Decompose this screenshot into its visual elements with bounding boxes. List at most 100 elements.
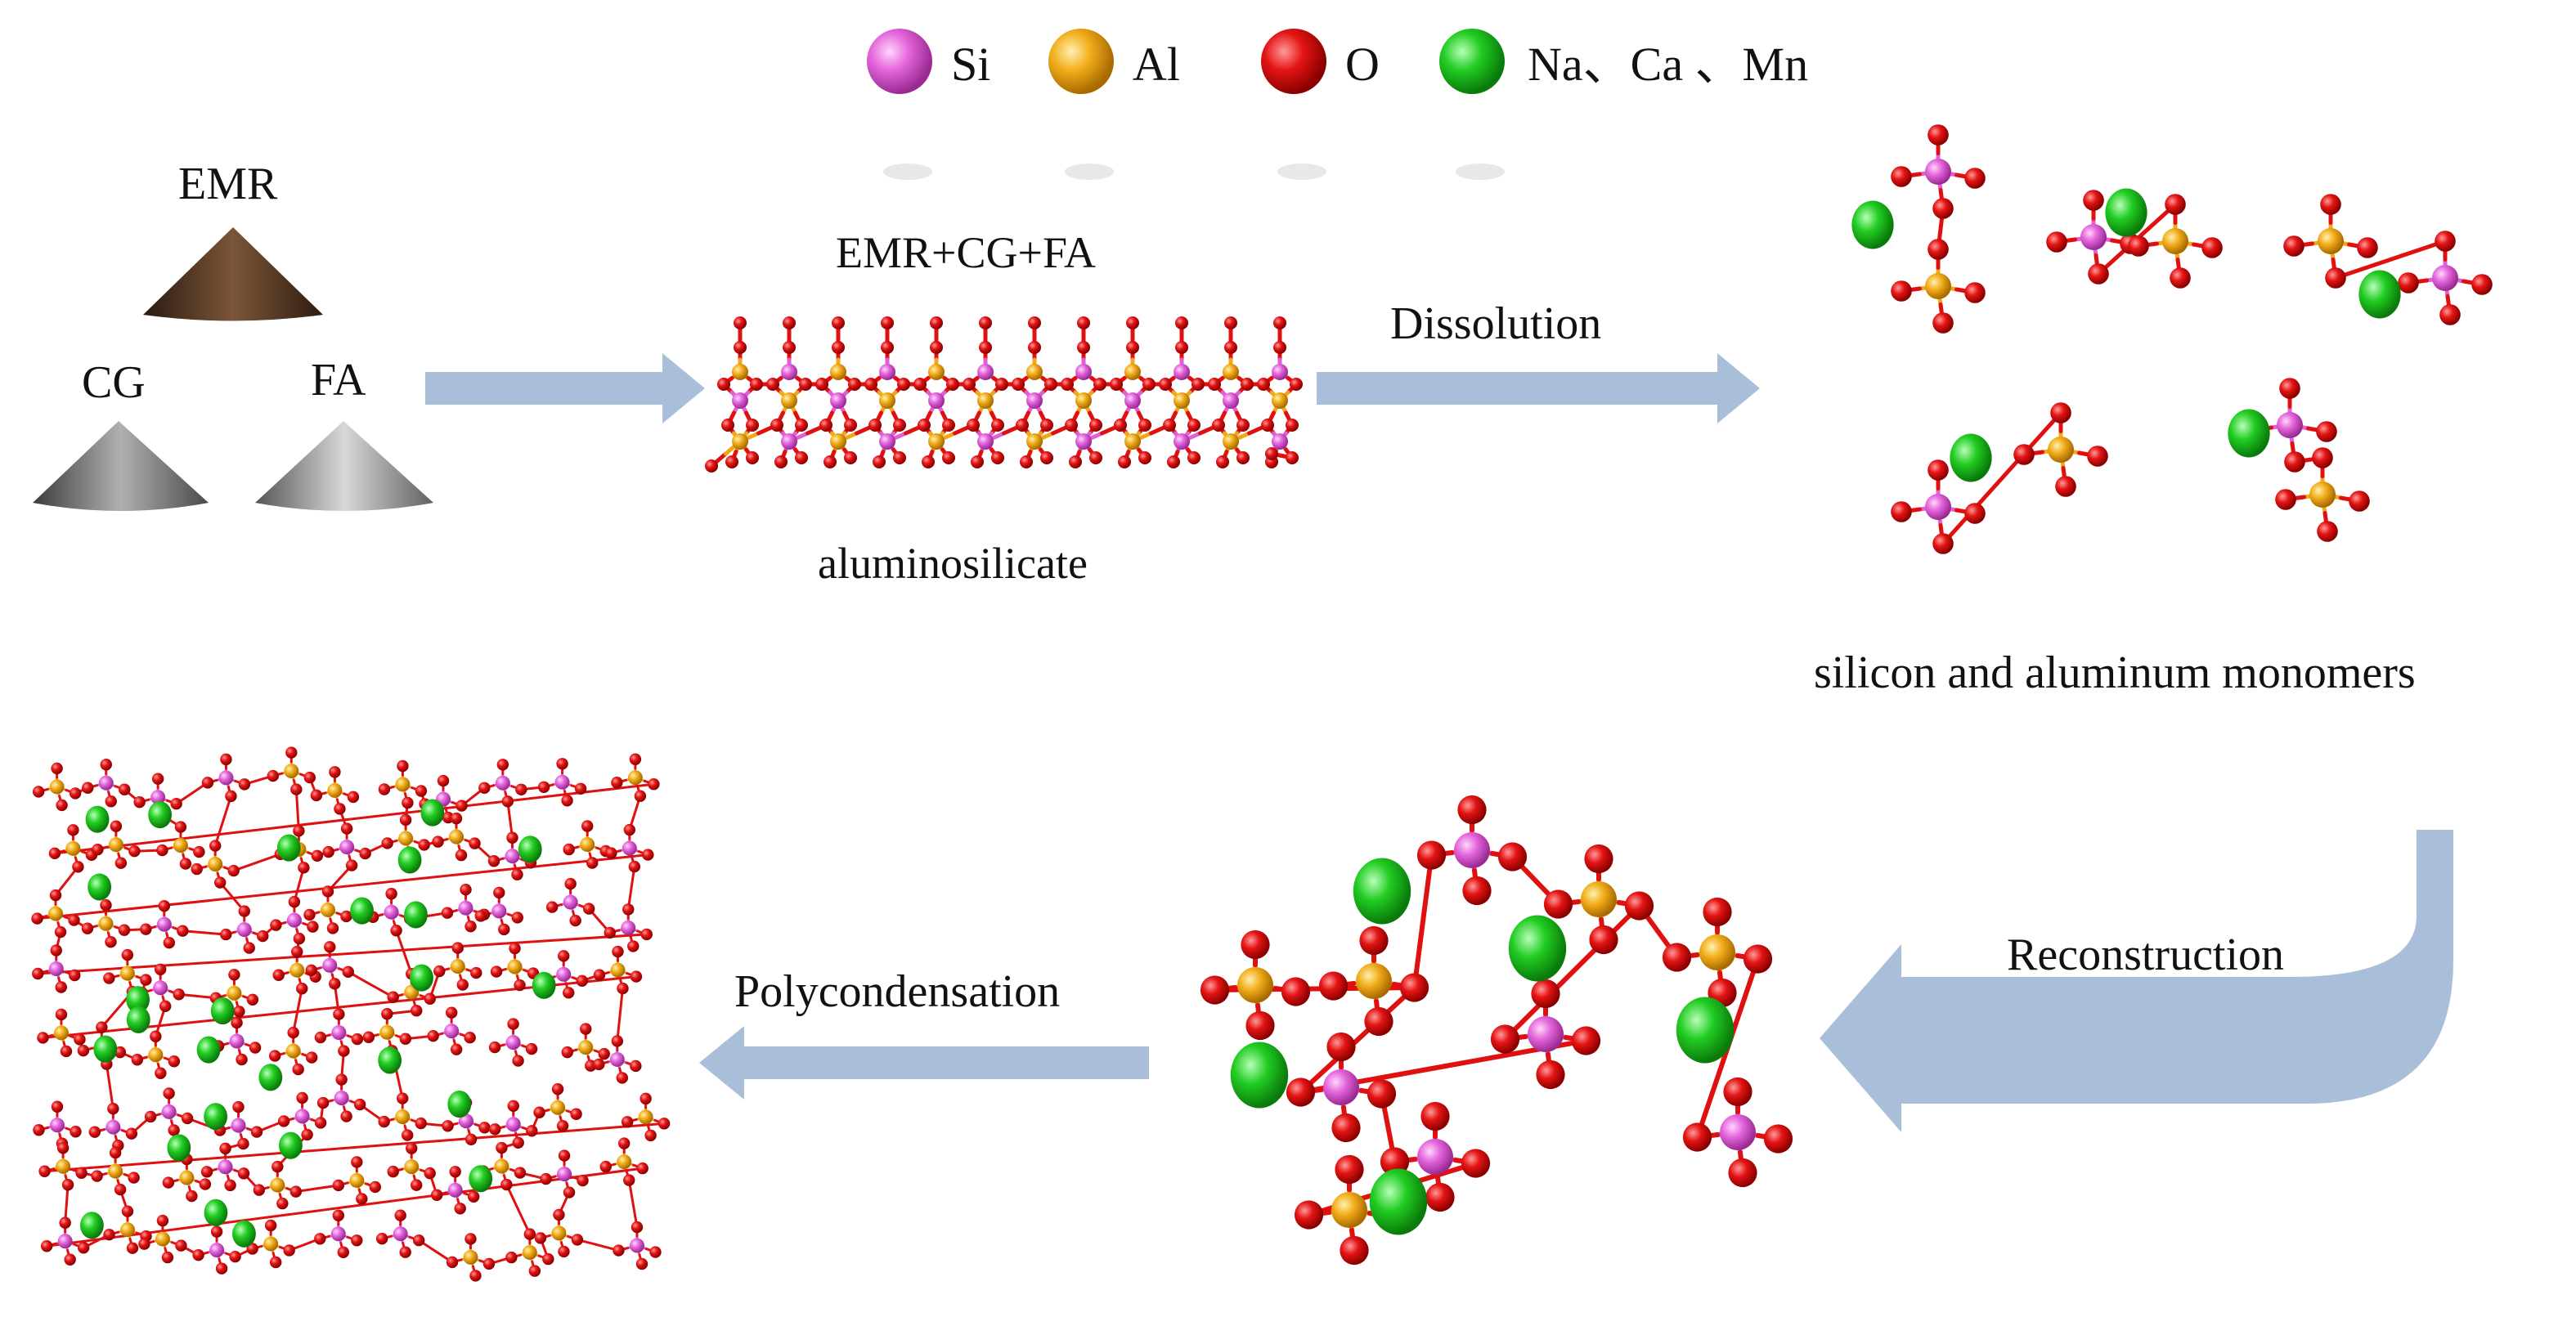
o-atom — [433, 965, 446, 978]
o-atom — [493, 886, 505, 899]
o-atom — [490, 965, 503, 978]
o-atom — [351, 1033, 364, 1046]
na-atom — [1353, 858, 1411, 925]
o-atom — [1224, 341, 1237, 354]
o-atom — [1928, 124, 1949, 146]
al-atom — [53, 1025, 69, 1041]
o-atom — [402, 796, 414, 809]
o-atom — [1093, 378, 1106, 391]
o-atom — [507, 1100, 519, 1112]
al-atom — [208, 857, 223, 872]
al-atom — [1699, 934, 1735, 970]
o-atom — [2325, 267, 2346, 289]
si-atom — [153, 980, 168, 996]
o-atom — [1359, 925, 1389, 956]
o-atom — [1114, 419, 1127, 432]
o-atom — [199, 1178, 212, 1190]
o-atom — [246, 993, 259, 1006]
o-atom — [215, 1262, 228, 1275]
o-atom — [329, 978, 341, 990]
o-atom — [224, 1179, 236, 1192]
o-atom — [296, 1091, 308, 1104]
si-atom — [1026, 392, 1043, 409]
o-atom — [1028, 341, 1041, 354]
si-atom — [1223, 392, 1239, 409]
o-atom — [1462, 876, 1492, 906]
o-atom — [243, 942, 255, 954]
monomers-label: silicon and aluminum monomers — [1814, 647, 2416, 698]
bond — [41, 1006, 341, 1039]
o-atom — [430, 1189, 443, 1201]
o-atom — [2083, 190, 2104, 211]
al-atom — [98, 916, 114, 931]
o-atom — [270, 919, 282, 931]
o-atom — [193, 845, 205, 858]
al-atom — [284, 764, 299, 779]
bond — [36, 885, 344, 921]
o-atom — [390, 925, 402, 937]
si-atom — [781, 364, 797, 380]
o-atom — [200, 1166, 213, 1178]
o-atom — [292, 1063, 304, 1076]
o-atom — [163, 936, 176, 949]
si-atom — [447, 1182, 463, 1198]
o-atom — [33, 1124, 45, 1136]
o-atom — [220, 753, 232, 766]
al-atom — [56, 1158, 71, 1174]
o-atom — [1257, 378, 1270, 391]
si-atom — [1925, 159, 1951, 185]
o-atom — [2279, 378, 2300, 399]
bond — [53, 818, 356, 855]
o-atom — [159, 1000, 172, 1012]
o-atom — [799, 378, 812, 391]
si-atom — [339, 840, 355, 855]
o-atom — [75, 1167, 88, 1179]
arrow-mix — [425, 353, 705, 423]
o-atom — [156, 844, 168, 857]
o-atom — [563, 1186, 576, 1198]
o-atom — [237, 1167, 250, 1180]
o-atom — [290, 783, 303, 795]
o-atom — [1236, 451, 1250, 464]
o-atom — [469, 837, 481, 849]
o-atom — [506, 831, 518, 844]
al-atom — [404, 1159, 420, 1175]
o-atom — [464, 1233, 477, 1245]
o-atom — [287, 1026, 299, 1039]
o-atom — [2471, 274, 2493, 295]
o-atom — [657, 1118, 671, 1130]
o-atom — [605, 847, 617, 859]
o-atom — [640, 928, 653, 941]
o-atom — [618, 1137, 631, 1149]
o-atom — [2050, 402, 2071, 423]
o-atom — [412, 1234, 425, 1247]
o-atom — [268, 1050, 281, 1062]
o-atom — [168, 1124, 180, 1136]
o-atom — [1265, 447, 1278, 460]
o-atom — [314, 1117, 327, 1129]
o-atom — [542, 1252, 554, 1266]
al-atom — [617, 1154, 632, 1170]
o-atom — [415, 785, 428, 797]
o-atom — [1187, 451, 1200, 464]
o-atom — [91, 1170, 103, 1182]
legend-al-sphere — [1048, 29, 1114, 94]
o-atom — [201, 777, 214, 789]
o-atom — [832, 341, 845, 354]
o-atom — [558, 950, 570, 962]
o-atom — [128, 845, 141, 858]
o-atom — [881, 316, 894, 329]
na-atom — [126, 1006, 150, 1033]
o-atom — [946, 378, 959, 391]
o-atom — [628, 860, 641, 873]
o-atom — [170, 797, 182, 810]
al-atom — [1026, 433, 1043, 450]
o-atom — [1167, 455, 1180, 468]
al-atom — [1272, 392, 1288, 409]
raw-materials — [33, 227, 433, 511]
na-atom — [1508, 915, 1567, 982]
o-atom — [571, 1234, 584, 1246]
step-polycondensation-label: Polycondensation — [734, 966, 1061, 1017]
o-atom — [844, 451, 857, 464]
o-atom — [114, 1046, 127, 1059]
